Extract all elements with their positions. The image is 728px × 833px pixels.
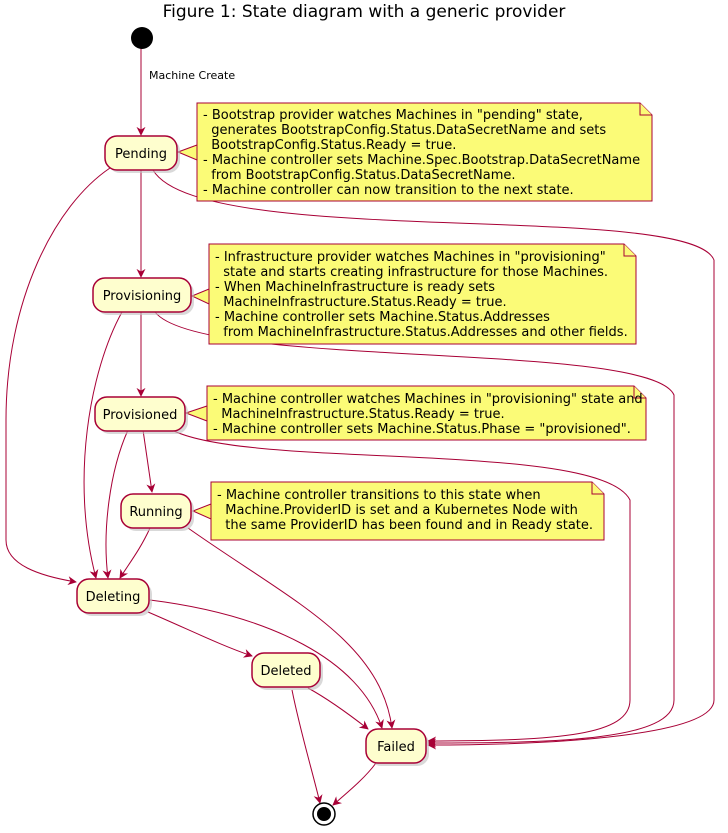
state-failed: Failed (365, 728, 429, 766)
edge-deleting-failed (149, 599, 384, 729)
state-provisioned: Provisioned (94, 396, 188, 434)
state-provisioning: Provisioning (92, 277, 194, 315)
edge-pending-deleting (5, 167, 111, 586)
note-pending-line-2: generates BootstrapConfig.Status.DataSec… (203, 123, 606, 138)
state-pending: Pending (104, 135, 180, 173)
note-pending-line-3: BootstrapConfig.Status.Ready = true. (203, 138, 456, 153)
state-deleting-label: Deleting (86, 590, 141, 605)
state-provisioned-label: Provisioned (103, 408, 178, 423)
edge-running-deleting (119, 527, 151, 579)
transitions: Machine Create (5, 46, 715, 806)
state-deleting: Deleting (76, 578, 152, 616)
edge-label-machine-create: Machine Create (149, 69, 235, 82)
note-provisioning-line-2: state and starts creating infrastructure… (215, 265, 608, 280)
note-pending-line-1: - Bootstrap provider watches Machines in… (203, 108, 583, 123)
edge-pending-failed (152, 169, 715, 750)
edge-failed-end (332, 762, 377, 806)
note-provisioned-line-2: MachineInfrastructure.Status.Ready = tru… (213, 407, 505, 422)
state-running-label: Running (129, 505, 182, 520)
edge-running-failed (187, 527, 396, 729)
edge-provisioning-deleting (83, 311, 123, 579)
note-provisioning: - Infrastructure provider watches Machin… (190, 243, 637, 345)
note-provisioning-line-3: - When MachineInfrastructure is ready se… (215, 280, 495, 295)
note-provisioned-line-3: - Machine controller sets Machine.Status… (213, 422, 631, 437)
note-pending-line-4: - Machine controller sets Machine.Spec.B… (203, 153, 640, 168)
state-provisioning-label: Provisioning (103, 289, 182, 304)
note-running-line-3: the same ProviderID has been found and i… (217, 518, 593, 533)
note-provisioning-line-5: - Machine controller sets Machine.Status… (215, 310, 550, 325)
state-running: Running (120, 493, 194, 531)
state-deleted-label: Deleted (261, 664, 312, 679)
state-deleted: Deleted (251, 652, 323, 690)
state-failed-label: Failed (377, 740, 415, 755)
end-node (312, 802, 336, 826)
edge-provisioned-deleting (102, 429, 129, 579)
start-node (131, 27, 153, 49)
note-provisioning-line-4: MachineInfrastructure.Status.Ready = tru… (215, 295, 507, 310)
edge-deleted-failed (307, 687, 369, 730)
state-pending-label: Pending (115, 147, 167, 162)
edge-provisioned-failed (171, 429, 631, 746)
note-running-line-2: Machine.ProviderID is set and a Kubernet… (217, 503, 578, 518)
edge-provisioned-running (142, 429, 156, 493)
note-provisioned: - Machine controller watches Machines in… (184, 385, 647, 441)
note-provisioning-line-1: - Infrastructure provider watches Machin… (215, 250, 606, 265)
note-pending-line-5: from BootstrapConfig.Status.DataSecretNa… (203, 168, 515, 183)
note-provisioning-line-6: from MachineInfrastructure.Status.Addres… (215, 325, 628, 340)
diagram-title: Figure 1: State diagram with a generic p… (163, 2, 566, 22)
note-pending: - Bootstrap provider watches Machines in… (176, 102, 653, 202)
note-provisioned-line-1: - Machine controller watches Machines in… (213, 392, 643, 407)
note-running: - Machine controller transitions to this… (191, 481, 605, 541)
note-pending-line-6: - Machine controller can now transition … (203, 183, 574, 198)
edge-deleting-deleted (147, 611, 253, 658)
note-running-line-1: - Machine controller transitions to this… (217, 488, 541, 503)
edge-deleted-end (291, 689, 323, 804)
